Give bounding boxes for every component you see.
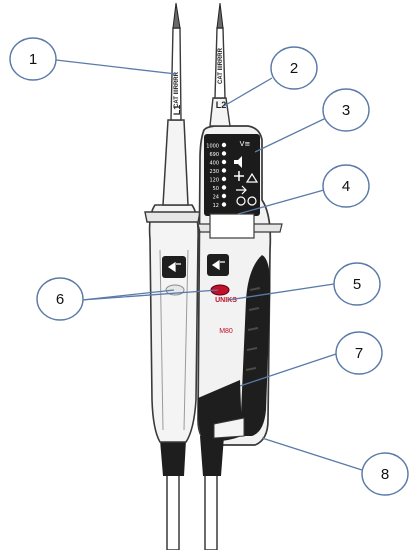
callout-7: 7: [335, 331, 383, 375]
probe-l2-cable: [204, 469, 218, 550]
voltage-level-label: 400: [209, 161, 219, 167]
callout-5-label: 5: [353, 276, 361, 293]
probe-l1-button-icon: [167, 261, 181, 273]
brand-logo: UNIKS: [215, 297, 237, 304]
probe-l1-handle: [148, 204, 199, 443]
voltage-level-label: 12: [213, 203, 219, 209]
voltage-level-led: [221, 159, 227, 165]
probe-l1-name: L1: [172, 105, 182, 116]
callout-7-label: 7: [355, 345, 363, 362]
callout-2-label: 2: [290, 60, 298, 77]
callout-line-8: [261, 437, 363, 471]
warning-icon: [245, 172, 259, 183]
probe-l1-cable: [166, 469, 180, 550]
voltage-level-label: 120: [209, 178, 219, 184]
callout-1: 1: [9, 37, 57, 81]
voltage-level-led: [221, 151, 227, 156]
callout-line-3: [254, 117, 327, 153]
callout-8-label: 8: [381, 466, 389, 483]
callout-8: 8: [361, 452, 409, 496]
callout-1-label: 1: [29, 51, 37, 68]
callout-4-label: 4: [342, 178, 350, 195]
callout-line-5: [227, 283, 335, 301]
probe-l1-tip: [172, 2, 181, 29]
callout-3: 3: [322, 88, 370, 132]
callout-line-2: [223, 77, 273, 107]
voltage-level-label: 50: [213, 186, 219, 192]
display-mode-label: V≅: [240, 140, 251, 148]
voltage-level-led: [221, 202, 227, 207]
rotation-icon: [236, 185, 247, 195]
callout-6: 6: [36, 277, 84, 321]
callout-line-1: [55, 59, 177, 75]
speaker-icon: [234, 156, 242, 168]
continuity-lamp-icon: [236, 196, 246, 206]
voltage-level-label: 230: [209, 169, 219, 175]
callout-line-6b: [81, 289, 219, 301]
voltage-level-list: 1000 690 400 230 120 50 24 12: [206, 142, 227, 209]
voltage-level-label: 690: [209, 152, 219, 158]
probe-l1: CAT IIIRRRR L1: [144, 2, 201, 550]
probe-l1-strain-relief: [160, 440, 186, 476]
probe-l2-name: L2: [216, 100, 227, 110]
probe-l2-tip: [216, 2, 224, 29]
probe-l2-button-icon: [211, 259, 225, 271]
lcd-window: [209, 213, 255, 239]
voltage-level-led: [221, 168, 227, 173]
voltage-level-led: [221, 142, 227, 148]
probe-l1-rating: CAT IIIRRRR: [174, 71, 180, 108]
callout-line-7: [239, 353, 337, 387]
callout-2: 2: [270, 46, 318, 90]
callout-lines: [55, 59, 363, 471]
voltage-level-label: 24: [213, 195, 219, 201]
probe-l2-rating: CAT IIIRRRR: [218, 47, 224, 84]
callout-5: 5: [333, 262, 381, 306]
callout-3-label: 3: [342, 102, 350, 119]
lower-window: [213, 417, 245, 439]
polarity-icon: [234, 171, 244, 181]
model-label: M80: [219, 328, 233, 335]
phase-lamp-icon: [247, 196, 257, 206]
callout-circles: 1 2 3 4 5 6 7 8: [9, 37, 409, 496]
voltage-level-led: [221, 193, 227, 199]
voltage-level-led: [221, 176, 227, 182]
voltage-level-led: [221, 185, 227, 190]
probe-l2-strain-relief: [200, 436, 224, 476]
callout-line-4: [237, 189, 325, 215]
probe-l1-finger-guard: [144, 211, 201, 223]
callout-6-label: 6: [56, 291, 64, 308]
probe-l2: CAT IIIRRRR L2 V≅ 1000 690 400 230 120 50 24 12…: [197, 2, 283, 550]
display-panel: [204, 134, 260, 216]
voltage-level-label: 1000: [206, 144, 219, 150]
side-grip: [240, 255, 271, 436]
callout-4: 4: [322, 164, 370, 208]
